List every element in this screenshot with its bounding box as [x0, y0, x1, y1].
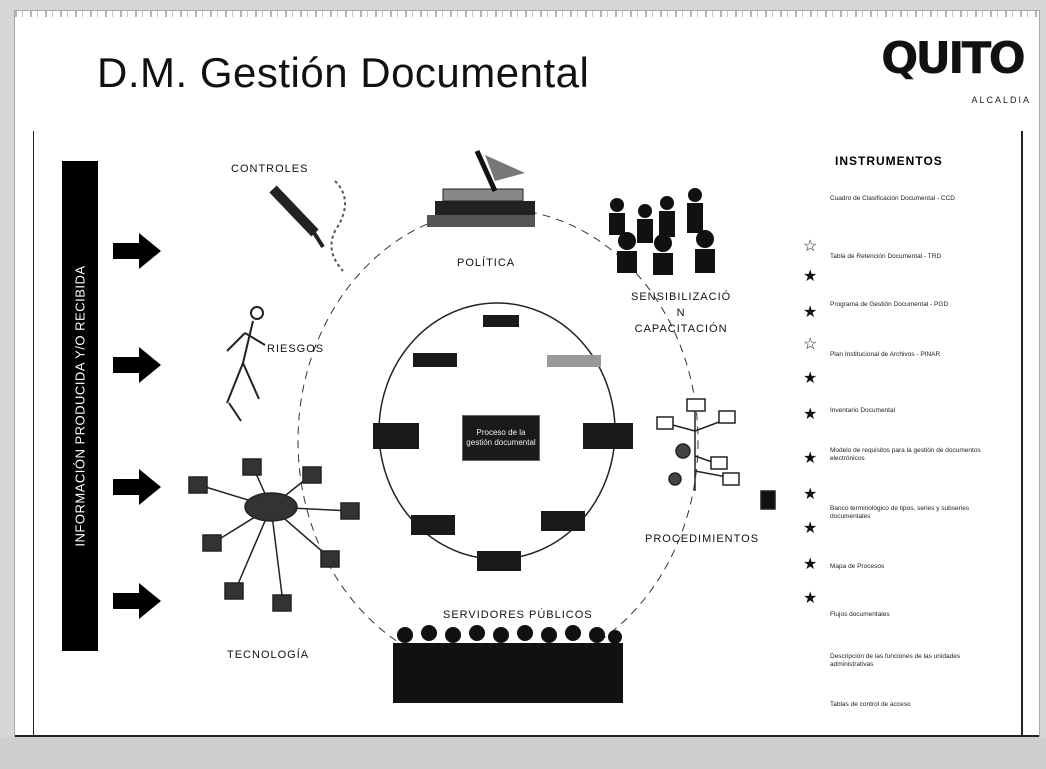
logo-subtitle: ALCALDIA [971, 95, 1031, 105]
arrow-right-icon [113, 583, 161, 619]
people-icon [609, 188, 715, 275]
instruments-title: INSTRUMENTOS [835, 154, 943, 168]
instrument-item: Mapa de Procesos [830, 563, 885, 570]
label-politica: POLÍTICA [457, 257, 516, 269]
books-icon [427, 149, 535, 227]
logo-mark: QUITO [881, 33, 1026, 84]
flowchart-icon [656, 398, 776, 510]
page-title: D.M. Gestión Documental [97, 49, 590, 96]
star-icon: ★ [803, 520, 818, 537]
instrument-item: Plan Institucional de Archivos - PINAR [830, 351, 941, 358]
info-sidebar: INFORMACIÓN PRODUCIDA Y/O RECIBIDA [62, 161, 98, 651]
bottom-frame-line [15, 735, 1039, 738]
arrow-right-icon [113, 347, 161, 383]
instrument-item: Tabla de Retención Documental - TRD [830, 253, 942, 260]
label-riesgos: RIESGOS [267, 343, 325, 355]
arrow-right-icon [113, 233, 161, 269]
star-icon: ★ [803, 268, 818, 285]
diagram-canvas [188, 149, 776, 703]
bottom-band [0, 737, 1046, 769]
star-icon: ★ [803, 406, 818, 423]
center-process-label: Proceso de la gestión documental [463, 416, 539, 460]
label-tecnologia: TECNOLOGÍA [227, 649, 310, 661]
scan-noise [15, 11, 1039, 17]
tools-icon [269, 180, 346, 272]
label-procedimientos: PROCEDIMIENTOS [645, 533, 760, 545]
label-controles: CONTROLES [231, 163, 309, 175]
star-icon: ☆ [803, 238, 818, 255]
skeleton-icon [226, 306, 266, 422]
star-icon: ★ [803, 556, 818, 573]
star-icon: ★ [803, 450, 818, 467]
star-icon: ★ [803, 590, 818, 607]
crowd-icon [393, 625, 623, 703]
instrument-item: Programa de Gestión Documental - PGD [830, 301, 949, 308]
instrument-item: Descripción de las funciones de las unid… [830, 653, 961, 668]
instrument-item: Banco terminológico de tipos, series y s… [830, 505, 970, 520]
network-icon [188, 458, 360, 612]
label-servidores: SERVIDORES PÚBLICOS [443, 609, 593, 621]
instrument-item: Inventario Documental [830, 407, 896, 414]
instrument-item: Tablas de control de acceso [830, 701, 911, 708]
left-frame-line [33, 131, 34, 737]
slide: D.M. Gestión Documental QUITO ALCALDIA I… [14, 10, 1040, 739]
star-icon: ★ [803, 486, 818, 503]
right-frame-line [1021, 131, 1023, 737]
star-icon: ☆ [803, 336, 818, 353]
instrument-item: Modelo de requisitos para la gestión de … [830, 447, 981, 462]
instrument-item: Flujos documentales [830, 611, 890, 618]
logo: QUITO ALCALDIA [873, 33, 1037, 109]
star-icon: ★ [803, 370, 818, 387]
inner-process-boxes [373, 315, 633, 571]
instrument-item: Cuadro de Clasificación Documental - CCD [830, 195, 955, 202]
label-sensibilizacion: SENSIBILIZACIÓ N CAPACITACIÓN [631, 291, 732, 335]
star-icon: ★ [803, 304, 818, 321]
arrow-right-icon [113, 469, 161, 505]
